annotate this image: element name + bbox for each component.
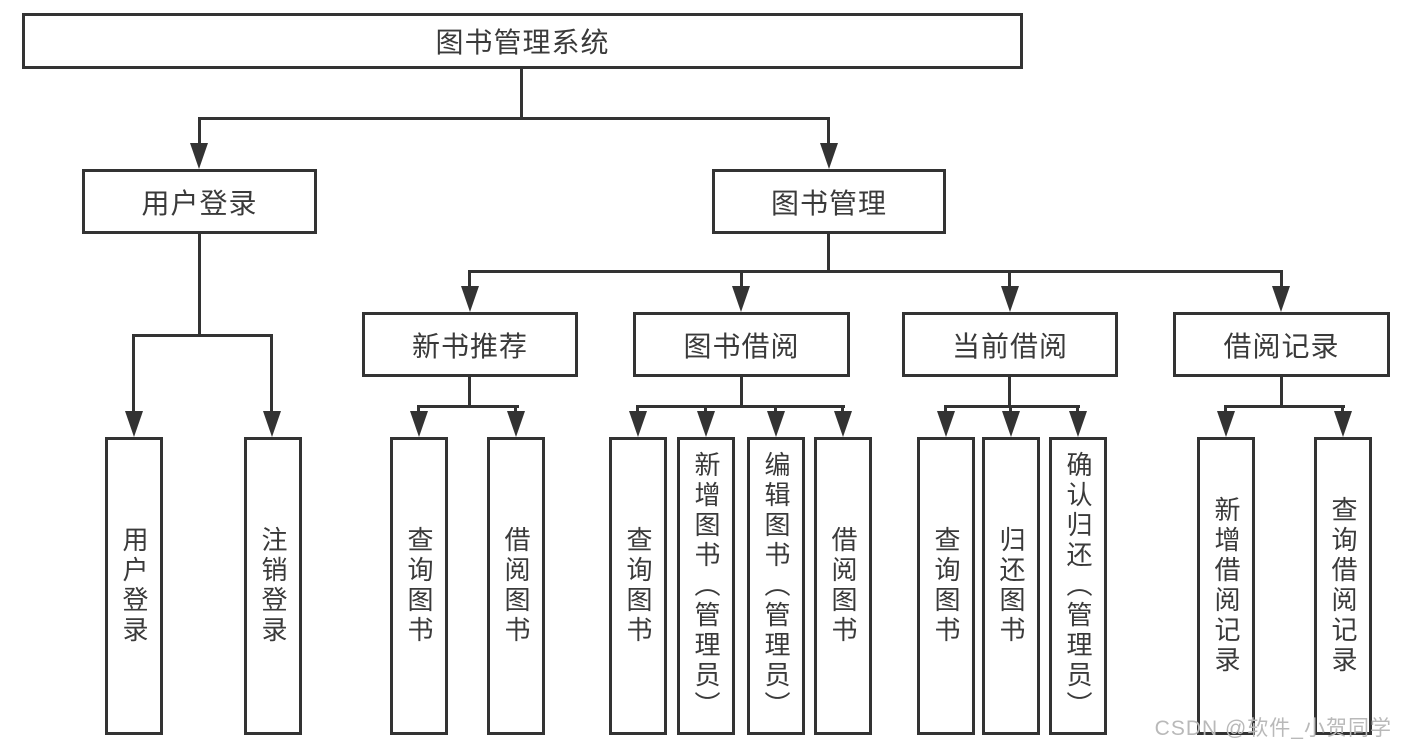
node-label: 查询借阅记录 — [1328, 496, 1358, 676]
connector-line — [774, 405, 777, 414]
connector-line — [1224, 405, 1227, 414]
arrow-head — [507, 411, 525, 437]
connector-line — [740, 377, 743, 407]
node-label: 新增图书（管理员） — [691, 451, 721, 721]
connector-line — [1280, 270, 1283, 288]
node-book-borrowing: 图书借阅 — [633, 312, 850, 377]
connector-line — [198, 117, 201, 147]
arrow-head — [834, 411, 852, 437]
arrow-head — [697, 411, 715, 437]
arrow-head — [263, 411, 281, 437]
node-label: 注销登录 — [258, 526, 288, 646]
connector-line — [827, 234, 830, 272]
connector-line — [740, 270, 743, 288]
node-current-borrowing: 当前借阅 — [902, 312, 1118, 377]
node-new-book-recommend: 新书推荐 — [362, 312, 578, 377]
node-records-add-record: 新增借阅记录 — [1197, 437, 1255, 735]
node-borrowing-records: 借阅记录 — [1173, 312, 1390, 377]
connector-line — [1008, 377, 1011, 407]
node-label: 归还图书 — [996, 526, 1026, 646]
node-current-query-books: 查询图书 — [917, 437, 975, 735]
node-current-return-books: 归还图书 — [982, 437, 1040, 735]
connector-line — [514, 405, 517, 414]
node-root: 图书管理系统 — [22, 13, 1023, 69]
arrow-head — [937, 411, 955, 437]
connector-line — [198, 234, 201, 336]
arrow-head — [1002, 411, 1020, 437]
connector-line — [827, 117, 830, 147]
arrow-head — [629, 411, 647, 437]
node-borrow-edit-books-admin: 编辑图书（管理员） — [747, 437, 805, 735]
node-label: 借阅图书 — [828, 526, 858, 646]
node-user-login: 用户登录 — [82, 169, 317, 234]
connector-bus — [636, 405, 845, 408]
arrow-head — [125, 411, 143, 437]
node-label: 查询图书 — [931, 526, 961, 646]
node-borrow-query-books: 查询图书 — [609, 437, 667, 735]
node-recommend-query-books: 查询图书 — [390, 437, 448, 735]
node-borrow-add-books-admin: 新增图书（管理员） — [677, 437, 735, 735]
connector-line — [704, 405, 707, 414]
node-label: 借阅图书 — [501, 526, 531, 646]
node-records-query-record: 查询借阅记录 — [1314, 437, 1372, 735]
connector-line — [520, 68, 523, 120]
arrow-head — [1217, 411, 1235, 437]
node-borrow-borrow-books: 借阅图书 — [814, 437, 872, 735]
connector-line — [468, 377, 471, 407]
node-label: 新增借阅记录 — [1211, 496, 1241, 676]
connector-line — [841, 405, 844, 414]
arrow-head — [732, 286, 750, 312]
arrow-head — [767, 411, 785, 437]
connector-line — [1009, 405, 1012, 414]
connector-bus — [944, 405, 1080, 408]
connector-bus — [417, 405, 519, 408]
connector-line — [1341, 405, 1344, 414]
node-label: 查询图书 — [623, 526, 653, 646]
watermark: CSDN @软件_小贺同学 — [1154, 717, 1392, 740]
connector-bus — [468, 270, 1283, 273]
connector-line — [270, 334, 273, 413]
node-current-confirm-return-admin: 确认归还（管理员） — [1049, 437, 1107, 735]
node-label: 编辑图书（管理员） — [761, 451, 791, 721]
node-label: 查询图书 — [404, 526, 434, 646]
arrow-head — [1272, 286, 1290, 312]
connector-line — [417, 405, 420, 414]
connector-line — [1008, 270, 1011, 288]
node-book-management: 图书管理 — [712, 169, 946, 234]
node-label: 用户登录 — [119, 526, 149, 646]
node-logout: 注销登录 — [244, 437, 302, 735]
arrow-head — [1069, 411, 1087, 437]
arrow-head — [461, 286, 479, 312]
connector-bus — [198, 117, 830, 120]
arrow-head — [820, 143, 838, 169]
connector-line — [132, 334, 135, 413]
connector-line — [944, 405, 947, 414]
arrow-head — [1001, 286, 1019, 312]
arrow-head — [190, 143, 208, 169]
arrow-head — [1334, 411, 1352, 437]
connector-line — [636, 405, 639, 414]
connector-line — [1076, 405, 1079, 414]
connector-line — [468, 270, 471, 288]
node-recommend-borrow-books: 借阅图书 — [487, 437, 545, 735]
connector-line — [1280, 377, 1283, 407]
node-login: 用户登录 — [105, 437, 163, 735]
node-label: 确认归还（管理员） — [1063, 451, 1093, 721]
arrow-head — [410, 411, 428, 437]
connector-bus — [132, 334, 273, 337]
connector-bus — [1224, 405, 1345, 408]
